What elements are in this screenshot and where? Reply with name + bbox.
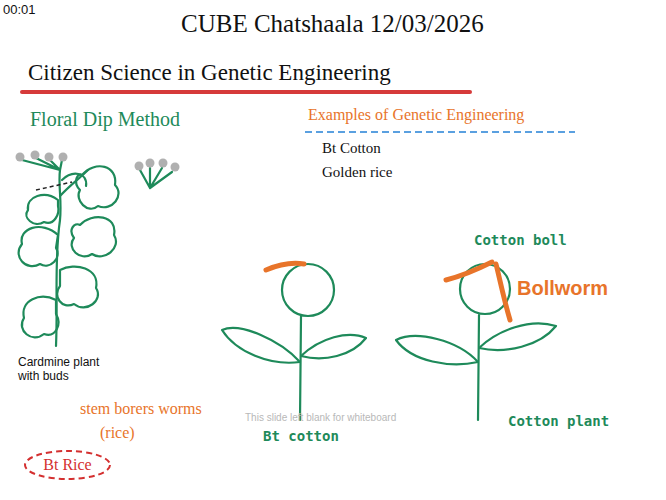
part-label: Cotton boll [474, 232, 567, 248]
dashed-ellipse: Bt Rice [23, 449, 112, 481]
pest-label: Bollworm [517, 277, 608, 300]
cut-line [36, 182, 72, 190]
node-text: Bt Rice [43, 456, 91, 474]
plant-label: Bt cotton [263, 428, 339, 444]
subtitle: Citizen Science in Genetic Engineering [28, 60, 391, 86]
section-heading: Examples of Genetic Engineering [308, 106, 524, 124]
dashed-underline [305, 131, 575, 133]
section-heading: Floral Dip Method [30, 108, 180, 131]
pest-label: stem borers worms [80, 400, 202, 418]
watermark: This slide left blank for whiteboard [245, 412, 396, 424]
cardmine-plant [19, 158, 172, 346]
list-item: Golden rice [322, 164, 392, 181]
list-item: Bt Cotton [322, 140, 381, 157]
flower-buds [16, 151, 180, 172]
page-title: CUBE Chatshaala 12/03/2026 [181, 10, 484, 39]
worm [266, 263, 304, 270]
timer: 00:01 [3, 3, 36, 18]
bollworm-drawing [446, 262, 510, 320]
pest-label: (rice) [100, 424, 135, 442]
underline [22, 90, 470, 94]
figure-caption: Cardmine plant with buds [18, 356, 118, 384]
bt-cotton-plant [222, 264, 366, 420]
plant-label: Cotton plant [508, 413, 609, 429]
ellipse-border [25, 451, 110, 479]
